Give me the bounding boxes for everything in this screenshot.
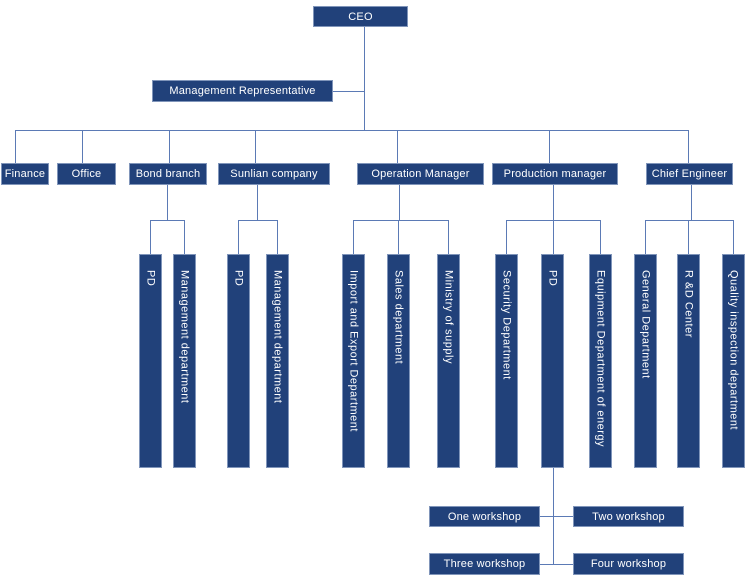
node-bond-pd: PD [139, 254, 162, 468]
connector-line [645, 220, 646, 254]
connector-line [353, 220, 354, 254]
connector-line [150, 220, 185, 221]
node-ceo: CEO [313, 6, 408, 27]
connector-line [238, 220, 278, 221]
node-finance: Finance [1, 163, 49, 185]
connector-line [600, 220, 601, 254]
node-general-department: General Department [634, 254, 657, 468]
node-sales-department: Sales department [387, 254, 410, 468]
connector-line [167, 185, 168, 220]
connector-line [82, 130, 83, 163]
node-sunlian-company: Sunlian company [218, 163, 330, 185]
node-bond-management-department: Management department [173, 254, 196, 468]
node-import-export-department: Import and Export Department [342, 254, 365, 468]
connector-line [553, 185, 554, 220]
connector-line [688, 220, 689, 254]
node-production-pd: PD [541, 254, 564, 468]
connector-line [733, 220, 734, 254]
connector-line [333, 91, 364, 92]
connector-line [15, 130, 689, 131]
node-ministry-of-supply: Ministry of supply [437, 254, 460, 468]
node-two-workshop: Two workshop [573, 506, 684, 527]
connector-line [506, 220, 507, 254]
connector-line [364, 27, 365, 130]
connector-line [553, 220, 554, 254]
connector-line [399, 185, 400, 220]
connector-line [398, 220, 399, 254]
node-chief-engineer: Chief Engineer [646, 163, 733, 185]
node-four-workshop: Four workshop [573, 553, 684, 575]
node-bond-branch: Bond branch [129, 163, 207, 185]
node-rd-center: R &D Center [677, 254, 700, 468]
connector-line [15, 130, 16, 163]
node-operation-manager: Operation Manager [357, 163, 484, 185]
node-quality-inspection-department: Quality inspection department [722, 254, 745, 468]
connector-line [549, 130, 550, 163]
node-security-department: Security Department [495, 254, 518, 468]
connector-line [353, 220, 449, 221]
connector-line [691, 185, 692, 220]
connector-line [540, 564, 573, 565]
node-three-workshop: Three workshop [429, 553, 540, 575]
connector-line [150, 220, 151, 254]
connector-line [255, 130, 256, 163]
connector-line [645, 220, 734, 221]
connector-line [238, 220, 239, 254]
connector-line [169, 130, 170, 163]
node-one-workshop: One workshop [429, 506, 540, 527]
node-office: Office [57, 163, 116, 185]
connector-line [184, 220, 185, 254]
connector-line [277, 220, 278, 254]
connector-line [540, 516, 573, 517]
node-sunlian-management-department: Management department [266, 254, 289, 468]
node-production-manager: Production manager [492, 163, 618, 185]
node-management-representative: Management Representative [152, 80, 333, 102]
connector-line [257, 185, 258, 220]
connector-line [397, 130, 398, 163]
node-equipment-department-of-energy: Equipment Department of energy [589, 254, 612, 468]
connector-line [448, 220, 449, 254]
connector-line [688, 130, 689, 163]
node-sunlian-pd: PD [227, 254, 250, 468]
